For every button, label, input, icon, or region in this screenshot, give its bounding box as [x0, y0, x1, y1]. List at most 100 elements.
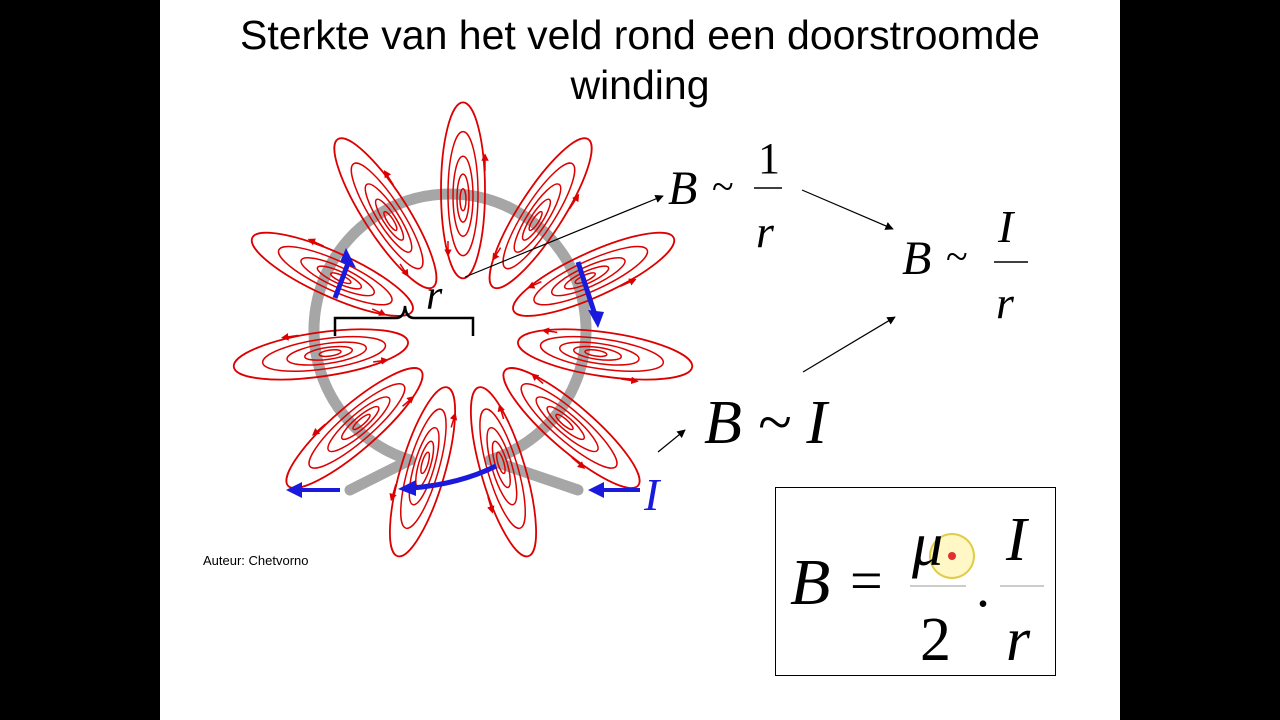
- field-line-petal: [232, 328, 409, 381]
- field-line-loop: [352, 413, 371, 431]
- field-line-loop: [286, 341, 368, 366]
- field-line-petal: [512, 231, 676, 317]
- field-line-loop: [502, 367, 641, 489]
- field-line-loop: [452, 155, 474, 237]
- field-line-loop: [285, 367, 424, 489]
- field-direction-arrow: [571, 456, 586, 469]
- field-line-petal: [517, 327, 694, 385]
- cursor-highlight: [929, 533, 975, 579]
- field-line-loop: [327, 396, 391, 453]
- field-line-loop: [558, 341, 640, 366]
- formula-box: [775, 487, 1056, 676]
- field-line-loop: [572, 345, 622, 361]
- current-arrows: [286, 248, 640, 498]
- field-line-loop: [300, 257, 376, 297]
- field-direction-arrow: [399, 263, 409, 278]
- title-line-1: Sterkte van het veld rond een doorstroom…: [240, 12, 1040, 58]
- pointer-arrows: [464, 189, 896, 453]
- equation-b-i-over-r: B ~ I r: [902, 201, 1028, 328]
- equation-b-i: B ~ I: [704, 389, 830, 457]
- field-line-loop: [502, 162, 576, 270]
- field-line-loop: [550, 257, 626, 297]
- eq2-sim: ~: [946, 234, 968, 279]
- slide-title: Sterkte van het veld rond een doorstroom…: [160, 10, 1120, 110]
- field-direction-arrow: [527, 280, 542, 289]
- radius-label: r: [426, 273, 443, 319]
- slide: Sterkte van het veld rond een doorstroom…: [160, 0, 1120, 720]
- field-line-loop: [456, 173, 470, 223]
- field-direction-arrow: [497, 403, 505, 420]
- field-line-loop: [533, 245, 649, 306]
- field-direction-arrow: [449, 412, 458, 428]
- field-direction-arrow: [541, 327, 558, 335]
- field-line-loop: [513, 183, 562, 253]
- field-line-loop: [459, 187, 467, 212]
- current-label: I: [643, 469, 662, 520]
- field-line-loop: [584, 348, 608, 358]
- field-line-loop: [420, 451, 431, 475]
- field-line-loop: [318, 348, 342, 358]
- field-line-loop: [521, 198, 552, 241]
- field-line-loop: [250, 231, 414, 317]
- field-line-petal: [285, 367, 424, 489]
- field-direction-arrow: [312, 423, 326, 436]
- arrow-current-to-combined: [802, 316, 896, 373]
- equation-b-inverse-r: B ~ 1 r: [668, 134, 782, 257]
- wire-lead-right-segment: [484, 454, 584, 496]
- field-line-loop: [479, 408, 526, 530]
- current-arrow-out-head: [286, 482, 302, 498]
- field-direction-arrow: [383, 170, 395, 186]
- field-line-petal: [488, 137, 593, 290]
- field-line-loop: [495, 451, 506, 475]
- eq2-numerator: I: [997, 201, 1016, 252]
- eq1-numerator: 1: [758, 134, 780, 183]
- current-arrowhead-right-top: [588, 310, 604, 328]
- field-line-loop: [512, 231, 676, 317]
- current-arrowhead-left-top: [340, 248, 356, 268]
- field-line-loop: [546, 405, 586, 441]
- current-arrowhead-bottom: [398, 480, 416, 496]
- arrow-i-to-b-i: [657, 429, 686, 453]
- wire-ring: [308, 188, 592, 466]
- eq1-denominator: r: [756, 206, 775, 257]
- field-direction-arrow: [307, 238, 325, 247]
- field-direction-arrow: [621, 376, 639, 385]
- field-line-loop: [517, 328, 694, 381]
- title-line-2: winding: [570, 62, 710, 108]
- field-line-loop: [261, 335, 387, 372]
- radius-brace: [333, 305, 475, 336]
- field-line-loop: [555, 413, 574, 431]
- field-direction-arrow: [492, 247, 502, 261]
- field-line-loop: [469, 386, 537, 558]
- field-direction-arrow: [371, 308, 387, 316]
- field-line-loop: [408, 426, 440, 506]
- field-line-petal: [502, 367, 641, 489]
- field-line-loop: [488, 137, 593, 290]
- field-line-loop: [389, 386, 457, 558]
- field-line-petal: [440, 101, 489, 280]
- field-line-petal: [389, 386, 458, 558]
- field-line-loop: [304, 345, 354, 361]
- arrow-r-to-inverse-r: [464, 194, 664, 278]
- field-direction-arrow: [402, 395, 415, 407]
- field-direction-arrow: [531, 373, 544, 385]
- field-line-loop: [447, 130, 479, 257]
- field-line-loop: [374, 198, 405, 241]
- eq2-denominator: r: [996, 277, 1015, 328]
- current-arrow-in-head: [588, 482, 604, 498]
- current-arrow-right-top: [575, 261, 599, 319]
- field-line-loop: [520, 383, 618, 469]
- field-line-loop: [364, 183, 413, 253]
- eq1-sim: ~: [712, 164, 734, 209]
- arrow-inverse-r-to-combined: [801, 189, 894, 230]
- field-direction-arrow: [487, 496, 495, 514]
- field-direction-arrow: [568, 193, 580, 210]
- current-arrow-bottom: [411, 463, 498, 491]
- field-direction-arrow: [389, 483, 397, 502]
- eq1-lhs: B: [668, 162, 697, 215]
- magnetic-field-lines: [232, 101, 694, 558]
- field-line-loop: [232, 328, 409, 381]
- field-line-loop: [440, 101, 486, 280]
- field-line-loop: [383, 210, 398, 232]
- eq2-lhs: B: [902, 232, 931, 285]
